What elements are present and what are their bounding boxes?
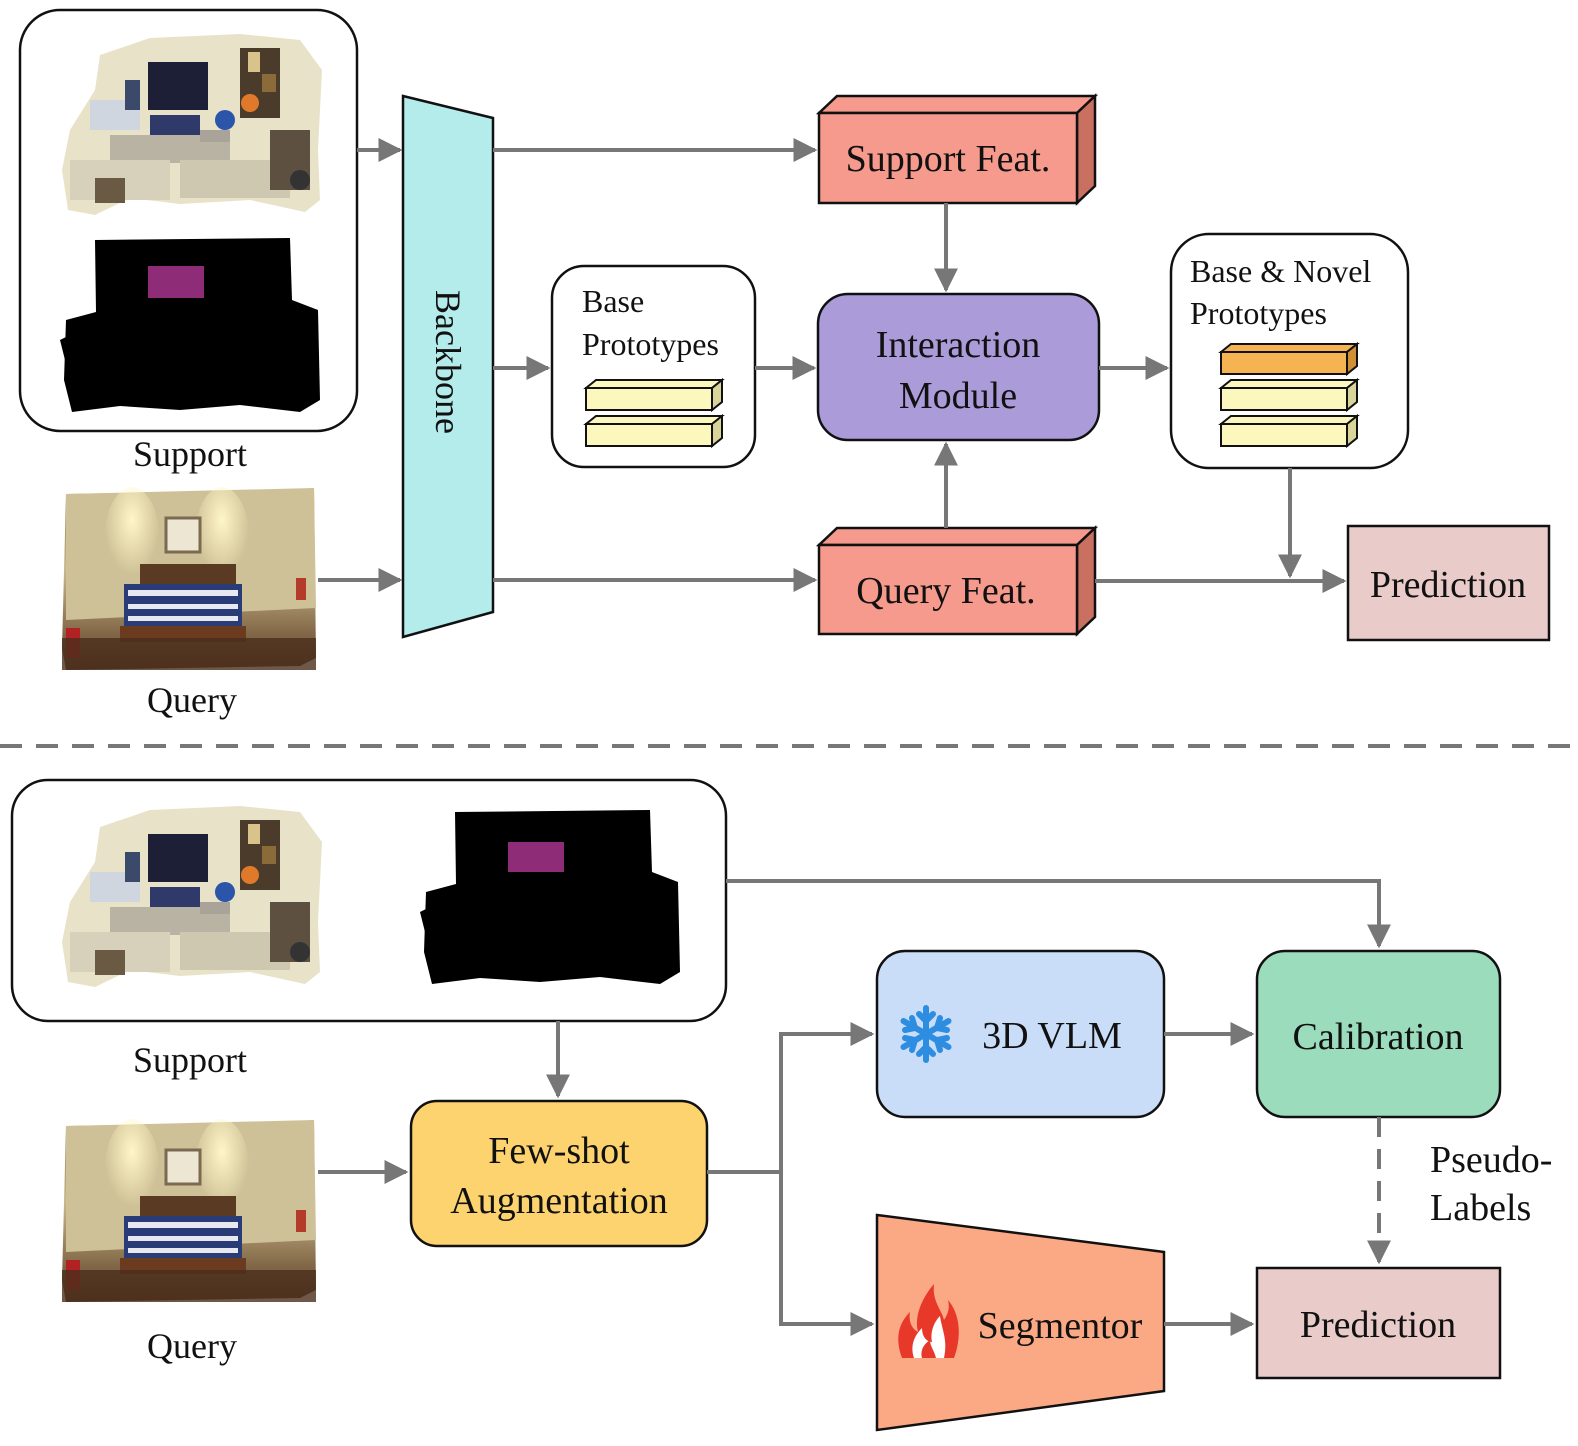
query-feat-block [815, 525, 1099, 637]
query-pointcloud-bottom [60, 1117, 318, 1304]
support-container [18, 8, 359, 433]
base-novel-prototypes-label-line1: Base & Novel [1190, 253, 1371, 289]
flame-icon [898, 1284, 959, 1358]
pseudo-labels-label-line1: Pseudo- [1430, 1139, 1552, 1181]
segmentor-label: Segmentor [978, 1305, 1143, 1347]
base-prototype-bars [583, 377, 725, 449]
support-feat-block [815, 93, 1099, 206]
support-container-bottom [10, 778, 728, 1023]
support-mask-pointcloud [60, 238, 320, 412]
base-prototypes-label-line2: Prototypes [582, 326, 719, 362]
arrow-augmentation-to-segmentor [779, 1172, 875, 1336]
top-prediction-box [1346, 524, 1551, 642]
arrow-augmentation-to-vlm [779, 1022, 875, 1172]
support-label: Support [133, 434, 247, 474]
query-feat-label: Query Feat. [856, 570, 1035, 612]
support-rgb-pointcloud [62, 34, 322, 215]
query-pointcloud [60, 485, 318, 672]
bottom-prediction-label: Prediction [1300, 1304, 1456, 1346]
support-mask-pointcloud-bottom [420, 810, 680, 984]
support-label-bottom: Support [133, 1040, 247, 1080]
segmentor-block [875, 1213, 1166, 1432]
base-novel-prototypes-label-line2: Prototypes [1190, 295, 1327, 331]
base-prototypes-label-line1: Base [582, 283, 644, 319]
top-prediction-label: Prediction [1370, 564, 1526, 606]
support-feat-label: Support Feat. [846, 138, 1051, 180]
pseudo-labels-label-line2: Labels [1430, 1187, 1531, 1229]
interaction-module-label-line2: Module [899, 375, 1017, 417]
interaction-module-box [816, 292, 1101, 442]
vlm-label: 3D VLM [982, 1015, 1122, 1057]
few-shot-augmentation-label-line1: Few-shot [488, 1130, 630, 1172]
interaction-module-label-line1: Interaction [876, 324, 1041, 366]
query-label: Query [147, 680, 237, 720]
bottom-prediction-box [1255, 1266, 1502, 1380]
calibration-label: Calibration [1293, 1016, 1464, 1058]
base-novel-prototype-bars [1218, 341, 1360, 449]
backbone-block [401, 94, 495, 639]
few-shot-augmentation-box [409, 1099, 709, 1248]
arrow-support-to-calibration [726, 879, 1391, 949]
support-rgb-pointcloud-bottom [62, 806, 322, 987]
backbone-label: Backbone [428, 290, 468, 434]
snowflake-icon [900, 1005, 952, 1063]
query-label-bottom: Query [147, 1326, 237, 1366]
few-shot-augmentation-label-line2: Augmentation [450, 1180, 667, 1222]
